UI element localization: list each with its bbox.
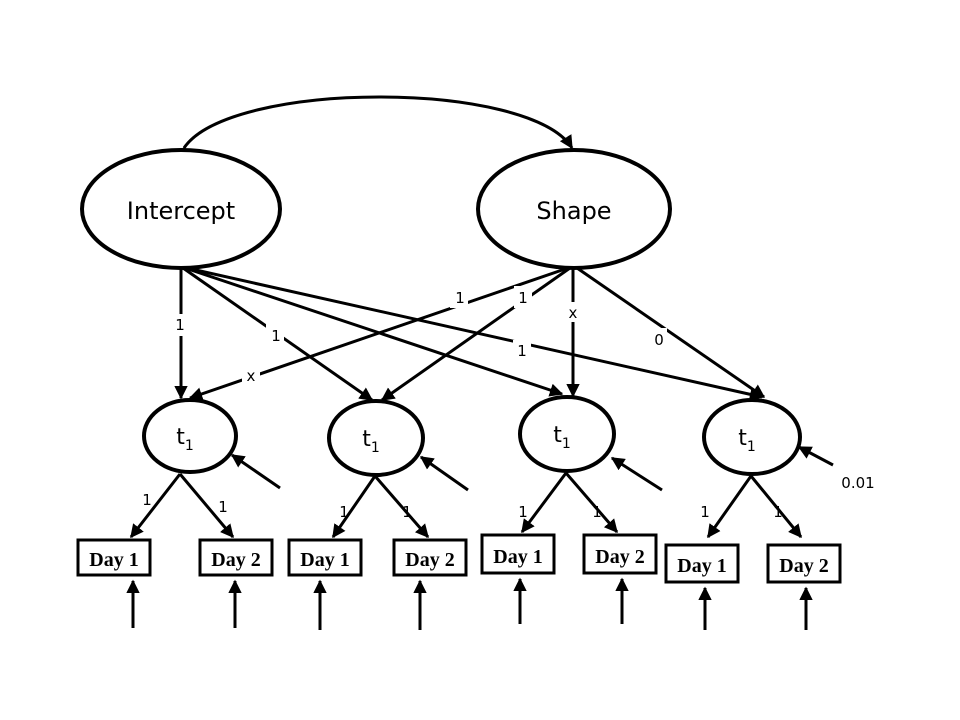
factor-node-4: t1 bbox=[702, 398, 802, 476]
svg-text:t1: t1 bbox=[553, 423, 571, 452]
factor-label: t bbox=[738, 426, 747, 451]
factor-node-2: t1 bbox=[327, 399, 425, 477]
covariance-arrow bbox=[171, 95, 574, 162]
box-label: Day 1 bbox=[677, 555, 726, 577]
label-int-t1: 1 bbox=[175, 316, 185, 334]
loading-arrow bbox=[520, 472, 568, 534]
loading-arrow bbox=[749, 475, 803, 539]
factor-subscript: 1 bbox=[185, 438, 194, 454]
loading-label: 1 bbox=[142, 491, 152, 509]
svg-text:t1: t1 bbox=[738, 426, 756, 455]
disturbance-arrow-2 bbox=[419, 455, 469, 492]
label-shape-t2: 1 bbox=[518, 289, 528, 307]
loading-arrow bbox=[706, 475, 753, 539]
svg-text:t1: t1 bbox=[176, 425, 194, 454]
box-label: Day 1 bbox=[493, 546, 542, 568]
loading-label: 1 bbox=[218, 498, 228, 516]
box-label: Day 1 bbox=[89, 549, 138, 571]
loading-arrow bbox=[178, 473, 235, 539]
observed-box-1: Day 1 bbox=[76, 538, 152, 577]
loading-arrow bbox=[564, 472, 619, 534]
loading-label: 1 bbox=[339, 503, 349, 521]
loading-label: 1 bbox=[518, 503, 528, 521]
observed-box-6: Day 2 bbox=[582, 533, 658, 575]
observed-box-5: Day 1 bbox=[480, 533, 556, 575]
observed-box-2: Day 2 bbox=[198, 538, 274, 577]
intercept-label: Intercept bbox=[127, 197, 235, 225]
box-label: Day 2 bbox=[779, 555, 828, 577]
factor-subscript: 1 bbox=[562, 436, 571, 452]
path-intercept-t4 bbox=[186, 266, 764, 401]
box-label: Day 2 bbox=[405, 549, 454, 571]
disturbance-arrow-4 bbox=[797, 445, 834, 467]
label-int-t3: 1 bbox=[517, 342, 527, 360]
observed-box-3: Day 1 bbox=[287, 538, 363, 577]
label-int-t2: 1 bbox=[271, 327, 281, 345]
disturbance-arrow-1 bbox=[230, 453, 281, 490]
factor-label: t bbox=[553, 423, 562, 448]
observed-box-4: Day 2 bbox=[392, 538, 468, 577]
loading-label: 1 bbox=[402, 503, 412, 521]
loading-label: 1 bbox=[773, 503, 783, 521]
path-shape-t2 bbox=[380, 266, 571, 402]
residual-label: 0.01 bbox=[841, 474, 874, 492]
path-intercept-t3 bbox=[184, 266, 564, 397]
factor-node-1: t1 bbox=[142, 398, 238, 474]
path-shape-t4 bbox=[576, 266, 766, 399]
factor-subscript: 1 bbox=[371, 440, 380, 456]
loading-arrow bbox=[331, 475, 377, 539]
label-shape-t3: x bbox=[569, 304, 578, 322]
factor-subscript: 1 bbox=[747, 439, 756, 455]
observed-box-8: Day 2 bbox=[766, 543, 842, 584]
loading-arrow bbox=[373, 475, 430, 539]
loading-label: 1 bbox=[700, 503, 710, 521]
factor-node-3: t1 bbox=[518, 395, 616, 473]
box-label: Day 1 bbox=[300, 549, 349, 571]
box-label: Day 2 bbox=[211, 549, 260, 571]
factor-label: t bbox=[176, 425, 185, 450]
box-label: Day 2 bbox=[595, 546, 644, 568]
label-shape-t4: 0 bbox=[654, 331, 664, 349]
disturbance-arrow-3 bbox=[610, 456, 663, 492]
label-shape-t1-coef: 1 bbox=[455, 289, 465, 307]
factor-label: t bbox=[362, 427, 371, 452]
shape-label: Shape bbox=[536, 197, 611, 225]
svg-text:t1: t1 bbox=[362, 427, 380, 456]
observed-box-7: Day 1 bbox=[664, 543, 740, 584]
label-shape-t1: x bbox=[247, 367, 256, 385]
loading-arrow bbox=[129, 473, 182, 539]
loading-label: 1 bbox=[592, 503, 602, 521]
